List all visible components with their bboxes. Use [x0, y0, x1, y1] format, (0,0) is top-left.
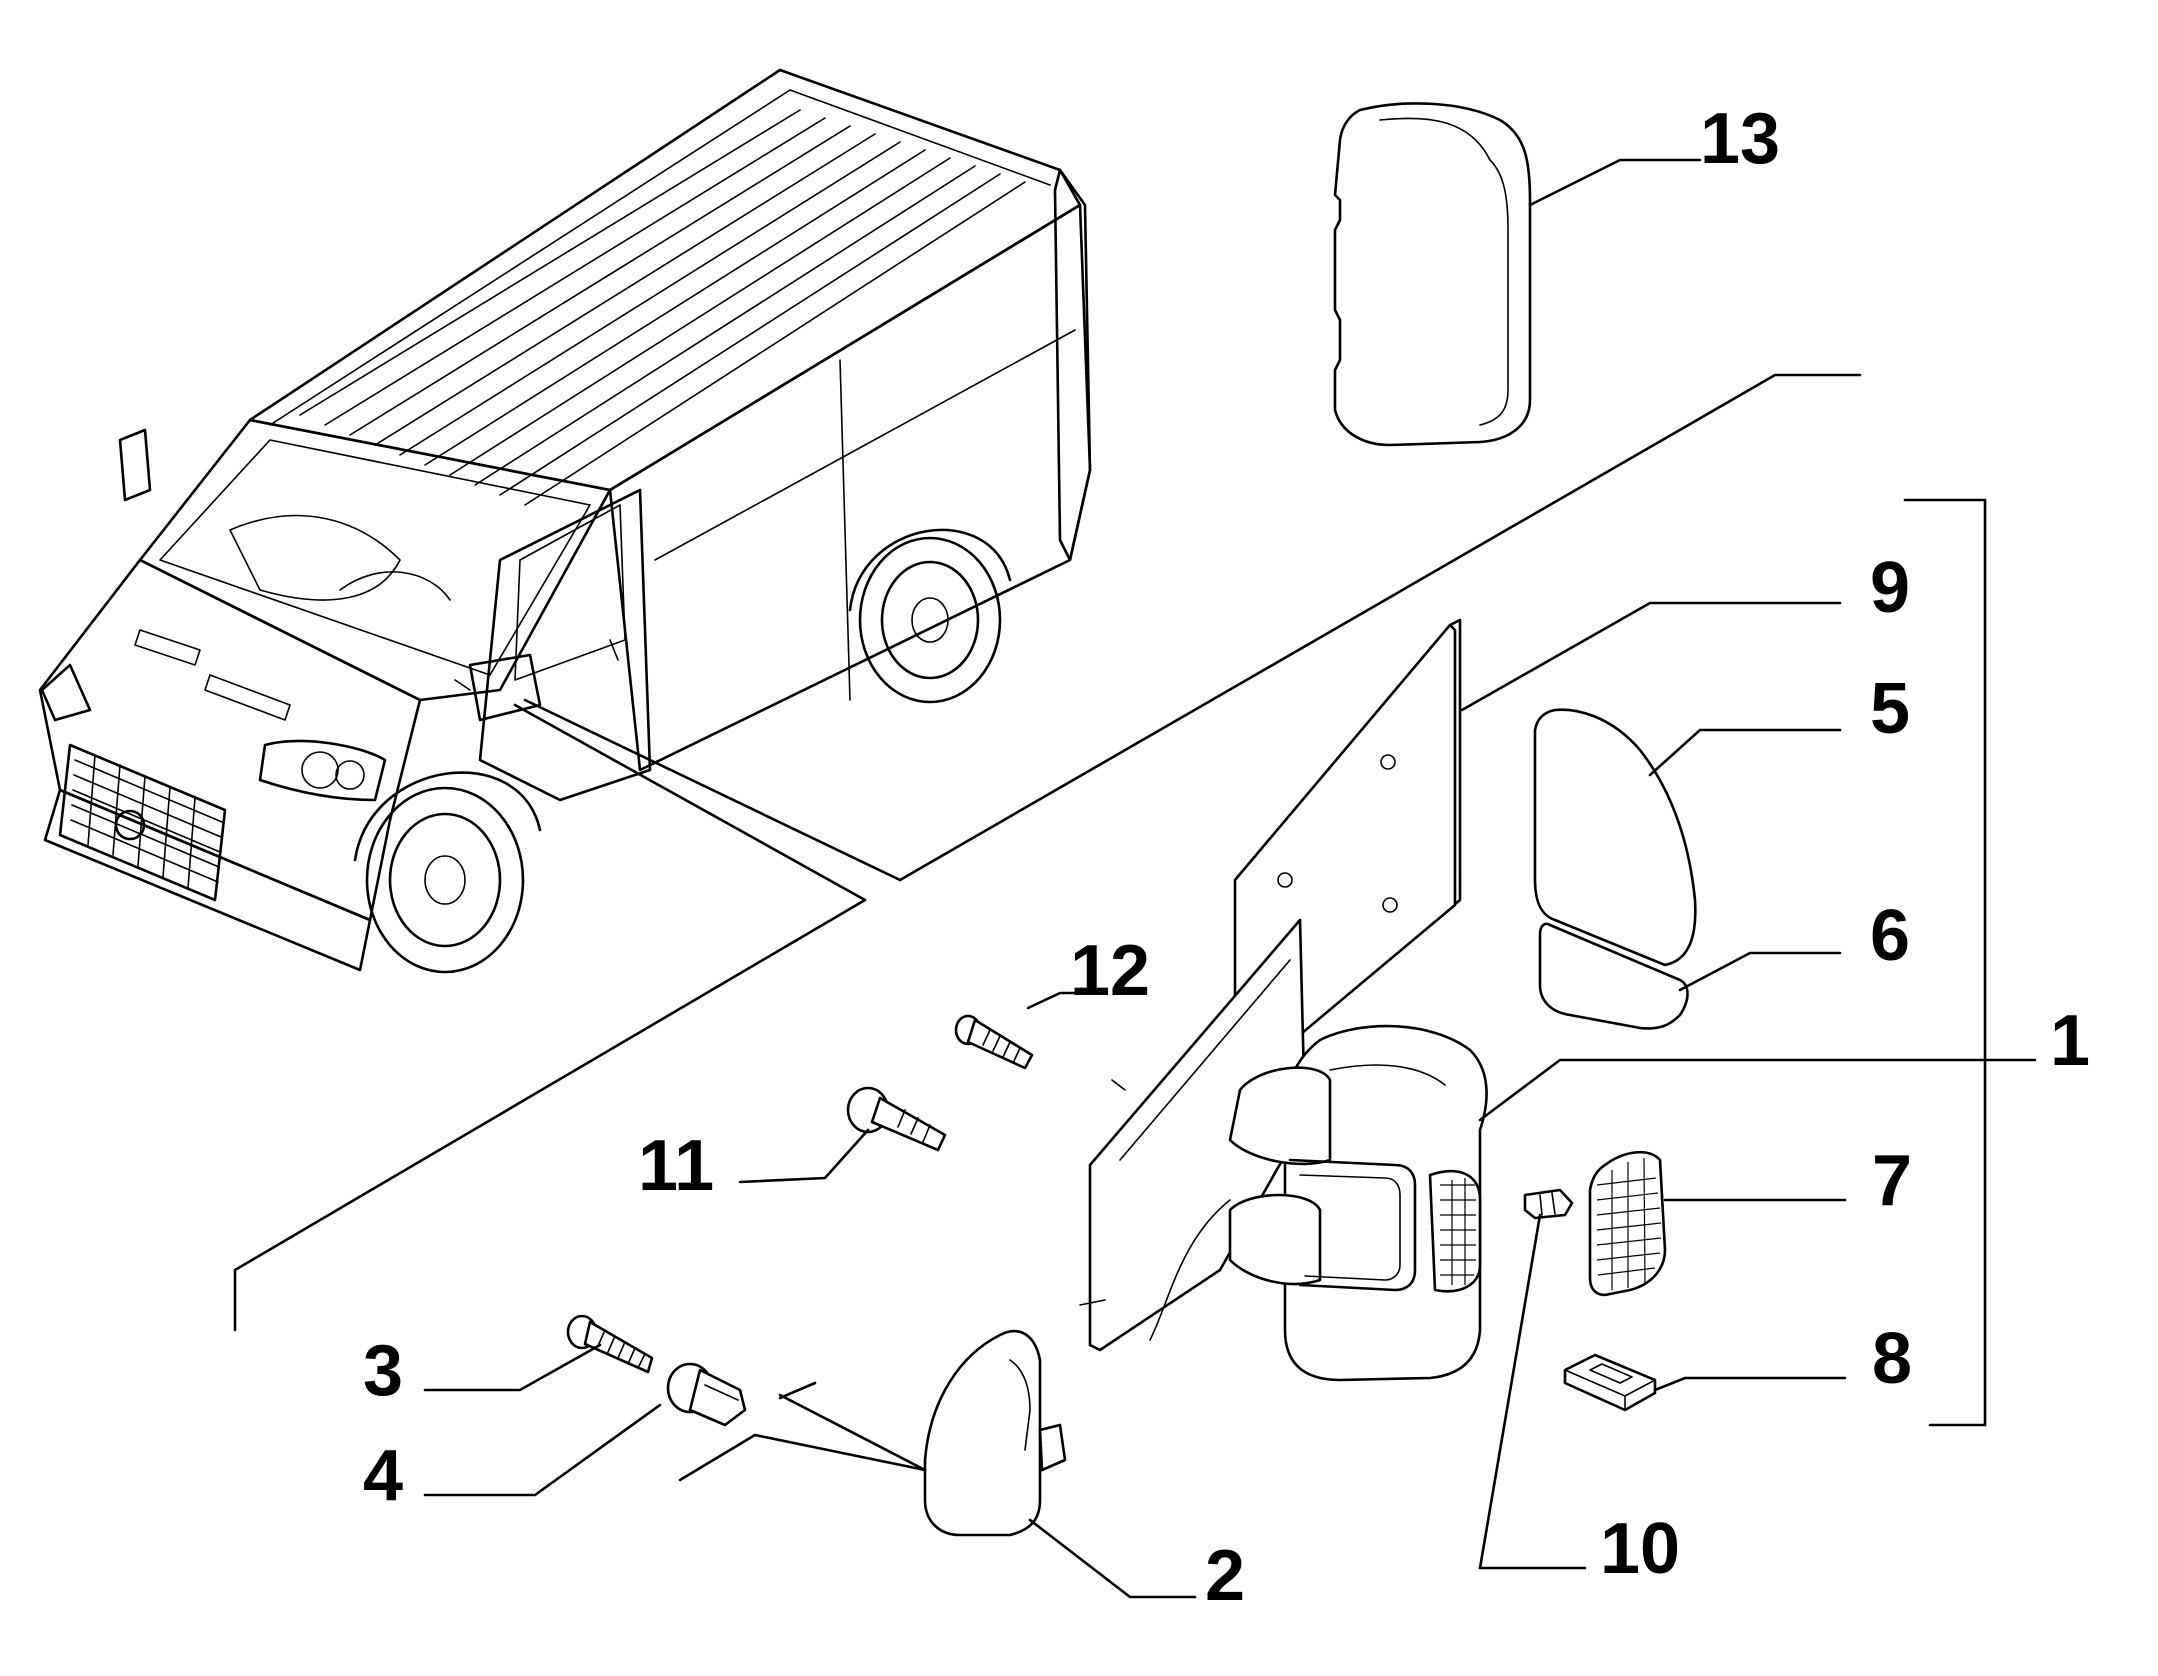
exploded-boundary-lower	[233, 898, 867, 1332]
part-12-bolt	[954, 1014, 1034, 1070]
part-4-clip	[666, 1362, 747, 1427]
callout-7: 7	[1872, 1141, 1912, 1221]
callout-6: 6	[1870, 896, 1910, 976]
callout-13: 13	[1700, 99, 1780, 179]
callout-8: 8	[1872, 1319, 1912, 1399]
part-2-base-cover	[923, 1329, 1067, 1537]
part-11-bolt	[846, 1086, 947, 1152]
part-7-side-repeater-lens	[1588, 1150, 1667, 1297]
part-3-screw	[566, 1314, 654, 1374]
part-13-mirror-cover	[1333, 102, 1532, 447]
callout-1: 1	[2050, 1001, 2090, 1081]
callout-labels: 13 9 5 6 1 12 11 7 8 3 4 2 10	[363, 99, 2090, 1616]
callout-12: 12	[1070, 931, 1150, 1011]
callout-11: 11	[638, 1126, 714, 1206]
part-5-main-mirror-glass	[1533, 708, 1697, 967]
callout-3: 3	[363, 1331, 403, 1411]
callout-9: 9	[1870, 548, 1910, 628]
leader-lines	[423, 158, 2037, 1599]
part-6-lower-mirror-glass	[1538, 922, 1689, 1030]
callout-10: 10	[1600, 1509, 1680, 1589]
callout-2: 2	[1205, 1536, 1245, 1616]
part-8-pad	[1563, 1353, 1657, 1412]
assembly-bracket	[1903, 498, 1987, 1427]
van-outline-icon	[38, 68, 1092, 974]
van-mirror-leader	[513, 698, 902, 902]
callout-4: 4	[363, 1436, 403, 1516]
part-1-mirror-assembly	[1079, 918, 1488, 1382]
callout-5: 5	[1870, 669, 1910, 749]
exploded-boundary-upper	[898, 373, 1862, 882]
part-10-bulb	[1523, 1188, 1574, 1220]
